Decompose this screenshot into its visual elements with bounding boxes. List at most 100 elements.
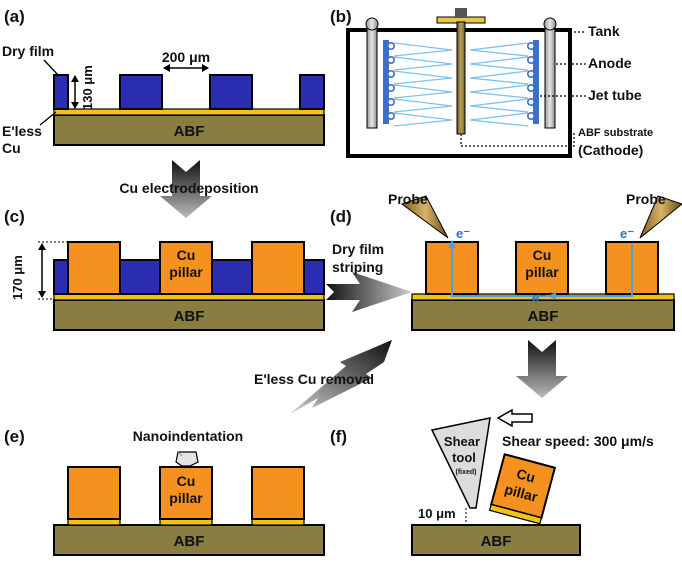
tank-label: Tank bbox=[588, 23, 620, 39]
spray-icon bbox=[393, 98, 453, 113]
probe-label-left: Probe bbox=[388, 191, 428, 207]
abf-cathode bbox=[456, 21, 466, 135]
abf-label-f: ABF bbox=[481, 533, 512, 550]
indenter-icon bbox=[175, 451, 199, 467]
panel-b: (b) Tank Anode Jet tube ABF substrate (C… bbox=[330, 7, 653, 158]
panel-f: (f) Shear speed: 300 μm/s ABF Shear tool… bbox=[330, 408, 654, 556]
spray-icon bbox=[469, 56, 529, 71]
jet-nozzle-icon bbox=[386, 70, 395, 79]
dry-film-block bbox=[209, 74, 253, 110]
right-arrow-icon bbox=[326, 272, 412, 312]
shear-tool-label-line2: tool bbox=[452, 450, 476, 465]
panel-e: (e) Nanoindentation Cu pillar ABF bbox=[4, 427, 325, 556]
cathode-label: (Cathode) bbox=[578, 142, 643, 158]
panel-d: (d) Cu pillar ABF Probe Probe e⁻ e⁻ e⁻ bbox=[330, 191, 682, 331]
pillar-label-line2: pillar bbox=[169, 264, 203, 280]
probe-icon-left bbox=[400, 195, 449, 239]
jet-tube-label: Jet tube bbox=[588, 87, 642, 103]
cu-pillar bbox=[251, 466, 305, 520]
cu-pillar bbox=[159, 466, 213, 520]
striping-label-line2: striping bbox=[332, 259, 383, 275]
abf-label-c: ABF bbox=[174, 308, 205, 325]
panel-c-tag: (c) bbox=[4, 207, 25, 226]
panel-a: (a) ABF 200 μm 130 μm Dry film E'less Cu bbox=[2, 7, 325, 156]
arrowhead-icon bbox=[38, 291, 46, 298]
anode-rod-right bbox=[544, 25, 556, 129]
anode-rod-left bbox=[366, 25, 378, 129]
abf-substrate-f bbox=[411, 524, 581, 556]
jet-nozzle-icon bbox=[526, 84, 535, 93]
cu-pillar bbox=[67, 466, 121, 520]
shear-tool-fixed-label: (fixed) bbox=[456, 469, 477, 476]
arrowhead-icon bbox=[163, 64, 170, 72]
electron-label: e⁻ bbox=[620, 226, 634, 241]
down-arrow-icon bbox=[516, 340, 568, 398]
shear-direction-arrow-icon bbox=[496, 408, 533, 428]
anode-label: Anode bbox=[588, 55, 632, 71]
sheared-eless-pad bbox=[488, 503, 543, 525]
striping-label-line1: Dry film bbox=[332, 241, 384, 257]
dry-film-block bbox=[299, 74, 325, 110]
cu-pillar bbox=[515, 241, 569, 295]
abf-substrate-c bbox=[53, 299, 325, 331]
removal-label: E'less Cu removal bbox=[254, 371, 374, 387]
cu-pillar bbox=[159, 241, 213, 295]
abf-substrate-a bbox=[53, 114, 325, 146]
panel-d-tag: (d) bbox=[330, 207, 352, 226]
arrowhead-icon bbox=[202, 64, 209, 72]
shear-speed-label: Shear speed: 300 μm/s bbox=[502, 433, 654, 449]
electrodeposition-label: Cu electrodeposition bbox=[119, 180, 258, 196]
indenter-facet bbox=[177, 451, 183, 457]
spray-icon bbox=[469, 42, 529, 57]
electron-label: e⁻ bbox=[456, 226, 470, 241]
probe-icon-right bbox=[639, 195, 682, 239]
height-label-c: 170 μm bbox=[10, 255, 25, 300]
arrowhead-icon bbox=[448, 240, 456, 248]
panel-b-tag: (b) bbox=[330, 7, 352, 26]
jet-nozzle-icon bbox=[386, 41, 395, 50]
jet-tubes bbox=[383, 40, 539, 127]
jet-nozzle-icon bbox=[386, 84, 395, 93]
jet-nozzle-icon bbox=[526, 55, 535, 64]
shear-tool-icon bbox=[430, 417, 491, 509]
jet-nozzle-icon bbox=[526, 98, 535, 107]
pillar-label-line1: Cu bbox=[515, 465, 537, 485]
width-label-a: 200 μm bbox=[162, 49, 210, 65]
jet-nozzle-icon bbox=[386, 55, 395, 64]
cu-pillar bbox=[67, 241, 121, 295]
abf-substrate-e bbox=[53, 524, 325, 556]
abf-label-d: ABF bbox=[528, 308, 559, 325]
electron-path bbox=[451, 244, 633, 297]
height-label-a: 130 μm bbox=[80, 65, 95, 110]
electron-label: e⁻ bbox=[532, 290, 546, 305]
eless-cu-layer-a bbox=[53, 108, 325, 116]
pillar-label-line2: pillar bbox=[169, 490, 203, 506]
dry-film-label: Dry film bbox=[2, 43, 54, 59]
probe-label-right: Probe bbox=[626, 191, 666, 207]
cu-pillar bbox=[251, 241, 305, 295]
striping-step: Dry film striping bbox=[326, 241, 412, 312]
abf-label-e: ABF bbox=[174, 533, 205, 550]
holder-clamp bbox=[455, 8, 467, 18]
jet-nozzle-icon bbox=[386, 98, 395, 107]
spray-icon bbox=[469, 98, 529, 113]
panel-a-tag: (a) bbox=[4, 7, 25, 26]
pointer-line bbox=[39, 111, 57, 126]
leader-line bbox=[460, 132, 575, 147]
panel-f-tag: (f) bbox=[330, 427, 347, 446]
pillar-label-line2: pillar bbox=[525, 264, 559, 280]
jet-nozzle-icon bbox=[526, 70, 535, 79]
spray-icon bbox=[393, 84, 453, 99]
spray-icon bbox=[469, 70, 529, 85]
arrowhead-icon bbox=[548, 292, 556, 300]
gap-label: 10 μm bbox=[418, 506, 456, 521]
dry-film-block bbox=[119, 74, 163, 110]
pillar-label-line1: Cu bbox=[533, 247, 552, 263]
arrowhead-icon bbox=[71, 75, 79, 82]
jet-tube-icon bbox=[533, 40, 539, 124]
dry-film-block bbox=[53, 74, 69, 110]
spray-icon bbox=[393, 56, 453, 71]
panel-e-tag: (e) bbox=[4, 427, 25, 446]
arrowhead-icon bbox=[38, 243, 46, 250]
spray-icon bbox=[469, 84, 529, 99]
